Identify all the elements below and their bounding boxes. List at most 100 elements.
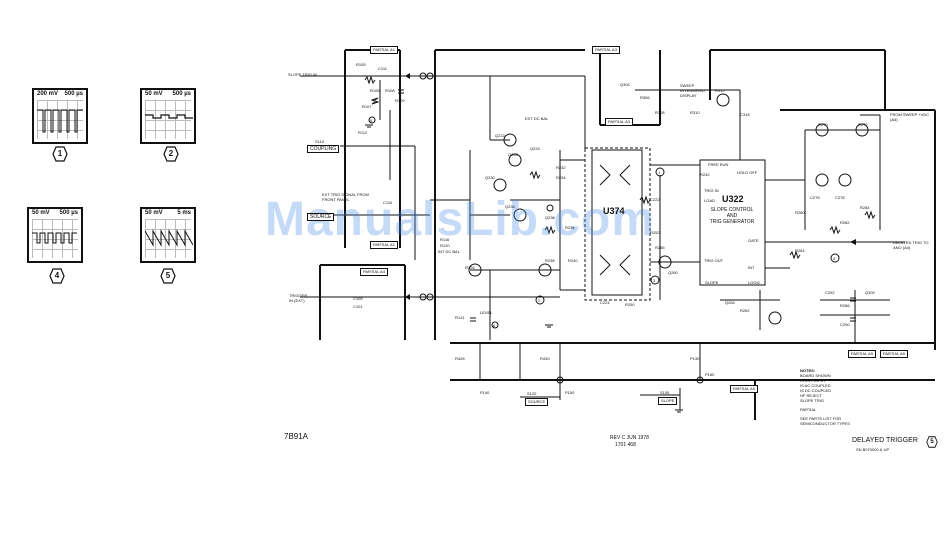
- component-ref: R250: [625, 302, 635, 307]
- component-ref: R256: [655, 245, 665, 250]
- diagram-title: DELAYED TRIGGER: [852, 437, 918, 444]
- waveform-5-trace: [145, 229, 193, 247]
- partial-tag-a1-mid: PARTIAL A1: [370, 241, 398, 249]
- component-ref: R116: [440, 237, 450, 242]
- notes-line: PARTIAL: [800, 407, 817, 412]
- waveform-4-volts: 50 mV: [32, 210, 50, 216]
- hex-callout-4-label: 4: [54, 271, 60, 280]
- revision-sub: 1701 468: [615, 442, 636, 448]
- signal-load: LOAD: [704, 198, 715, 203]
- hex-callout-5-label: 5: [165, 271, 171, 280]
- signal-sweep-intensified: SWEEP INTENSIFIED DISPLAY: [680, 83, 705, 98]
- waveform-2-volts: 50 mV: [145, 91, 163, 97]
- coupling-switch-ref: S110: [315, 139, 325, 144]
- component-ref: C318: [740, 112, 750, 117]
- hex-callout-2-label: 2: [168, 149, 174, 158]
- component-ref: R226: [465, 265, 475, 270]
- hex-callout-1-label: 1: [57, 149, 63, 158]
- component-ref: R430: [540, 356, 550, 361]
- waveform-1-volts: 200 mV: [37, 91, 59, 97]
- notes-block: NOTES: BOARD SHOWN IS EXT INPUT IS AC CO…: [800, 368, 880, 426]
- component-ref: C290: [840, 322, 850, 327]
- component-ref: C292: [825, 290, 835, 295]
- waveform-1: 200 mV 500 µs: [32, 88, 88, 144]
- component-ref: P140: [480, 390, 490, 395]
- component-ref: R280: [795, 210, 805, 215]
- notes-line: BOARD SHOWN: [800, 373, 831, 378]
- waveform-5-time: 5 ms: [177, 210, 191, 216]
- signal-from-sweep: FROM SWEEP +VDC (A4): [890, 112, 930, 122]
- notes-line: HF REJECT: [800, 393, 822, 398]
- ic-u322-title: SLOPE CONTROL AND TRIG GENERATOR: [709, 207, 755, 225]
- signal-int-dc-bal: INT DC BAL: [438, 249, 460, 254]
- component-ref: R120: [440, 243, 450, 248]
- slope-switch-label: SLOPE: [658, 397, 678, 405]
- component-ref: C276: [810, 195, 820, 200]
- notes-line: IS DC COUPLED: [800, 388, 832, 393]
- component-ref: Q302: [865, 290, 875, 295]
- test-point-label: 5: [370, 118, 373, 123]
- hex-callout-2: 2: [163, 146, 179, 162]
- signal-trig-in: TRIG IN: [704, 188, 719, 193]
- waveform-2-trace: [145, 114, 193, 119]
- diagram-subtitle: SN B070000 & UP: [856, 447, 890, 452]
- partial-tag-a3-top-left: PARTIAL A3: [592, 46, 620, 54]
- notes-line: SLOPE TRIG: [800, 398, 824, 403]
- component-ref: R306: [640, 95, 650, 100]
- component-ref: R428: [455, 356, 465, 361]
- component-ref: R236: [565, 225, 575, 230]
- waveform-4-trace: [32, 232, 77, 244]
- component-ref: R272: [858, 122, 868, 127]
- component-ref: R312: [715, 88, 725, 93]
- component-ref: Q236: [545, 215, 555, 220]
- signal-free-run: FREE RUN: [708, 162, 729, 167]
- component-ref: R107: [362, 104, 372, 109]
- component-ref: Q264: [725, 300, 735, 305]
- signal-int: INT: [748, 265, 755, 270]
- revision-date: REV C JUN 1978: [610, 435, 649, 441]
- component-ref: R262: [740, 308, 750, 313]
- hex-callout-1: 1: [52, 146, 68, 162]
- component-ref: R240: [568, 258, 578, 263]
- hex-callout-4: 4: [49, 268, 65, 284]
- test-point-label: 2: [538, 298, 541, 303]
- notes-line: SEMICONDUCTOR TYPES: [800, 421, 850, 426]
- component-ref: R121: [455, 315, 465, 320]
- source-switch-label: SOURCE: [307, 213, 335, 221]
- waveform-4: 50 mV 500 µs: [27, 207, 83, 263]
- component-ref: C222: [650, 197, 660, 202]
- component-ref: C111: [378, 66, 387, 71]
- signal-ext-dc-bal: EXT DC BAL: [525, 116, 549, 121]
- component-ref: C278: [835, 195, 845, 200]
- waveform-2-time: 500 µs: [172, 91, 191, 97]
- notes-line: IS EXT INPUT: [800, 378, 826, 383]
- notes-header: NOTES:: [800, 368, 816, 373]
- component-ref: Q260: [668, 270, 678, 275]
- component-ref: R105: [356, 62, 366, 67]
- component-ref: R284: [860, 205, 870, 210]
- hex-callout-5: 5: [160, 268, 176, 284]
- test-point-label: 6: [493, 323, 496, 328]
- signal-hold-off: HOLD OFF: [737, 170, 758, 175]
- component-ref: R252: [650, 230, 660, 235]
- component-ref: C105: [353, 296, 363, 301]
- source-switch-bottom-label: SOURCE: [525, 398, 549, 406]
- component-ref: Q228: [508, 152, 518, 157]
- waveform-1-time: 500 µs: [64, 91, 83, 97]
- component-ref: R282: [840, 220, 850, 225]
- diagram-number-badge: 5: [926, 436, 938, 448]
- component-ref: P150: [565, 390, 575, 395]
- component-ref: R109: [395, 98, 405, 103]
- component-ref: Q230: [485, 175, 495, 180]
- signal-trigger-in: TRIGGER IN (EXT): [289, 293, 308, 303]
- component-ref: R242: [700, 172, 710, 177]
- signal-trig-out: TRIG OUT: [704, 258, 724, 263]
- schematic-number: 7B91A: [284, 432, 309, 441]
- partial-tag-a6-right: PARTIAL A6: [880, 350, 908, 358]
- component-ref: R270: [818, 122, 828, 127]
- component-ref: R264: [795, 248, 805, 253]
- component-ref: Q222: [495, 133, 505, 138]
- component-ref: R238: [545, 258, 555, 263]
